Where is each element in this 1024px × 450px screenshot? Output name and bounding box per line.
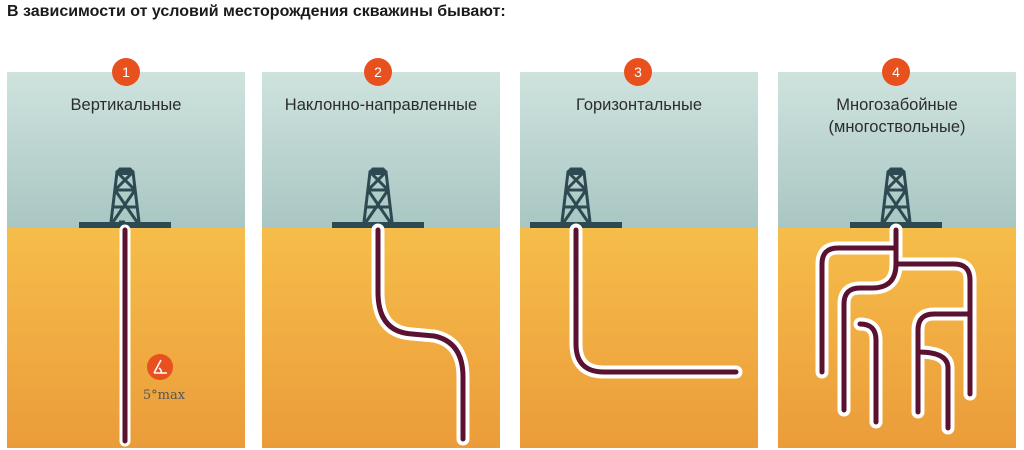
number-badge-text: 3 (634, 64, 642, 80)
well-panel-directional: 2 Наклонно-направленные (262, 58, 500, 448)
well-panel-multilateral: 4 Многозабойные (многоствольные) (778, 58, 1016, 448)
number-badge (112, 58, 140, 86)
panel-illustration: 4 (778, 58, 1016, 448)
page-title: В зависимости от условий месторождения с… (7, 3, 506, 20)
angle-icon (147, 354, 173, 380)
well-panel-vertical: 5°max 1 Вертикальные (7, 58, 245, 448)
number-badge (882, 58, 910, 86)
panel-illustration: 2 (262, 58, 500, 448)
well-pipe (569, 223, 743, 379)
number-badge-text: 1 (122, 64, 130, 80)
well-pipe-branches (815, 223, 977, 435)
number-badge-text: 2 (374, 64, 382, 80)
ground-area (520, 228, 758, 448)
well-label: Наклонно-направленные (284, 96, 478, 114)
well-label: Горизонтальные (576, 96, 702, 114)
well-label: Вертикальные (70, 96, 182, 114)
panel-illustration: 3 (520, 58, 758, 448)
well-label: Многозабойные (многоствольные) (828, 96, 966, 136)
number-badge-text: 4 (892, 64, 900, 80)
panel-illustration: 5°max 1 (7, 58, 245, 448)
sky-area (520, 72, 758, 228)
angle-limit-note: 5°max (143, 388, 186, 403)
well-pipe (371, 223, 470, 446)
number-badge (364, 58, 392, 86)
number-badge (624, 58, 652, 86)
well-panel-horizontal: 3 Горизонтальные (520, 58, 758, 448)
